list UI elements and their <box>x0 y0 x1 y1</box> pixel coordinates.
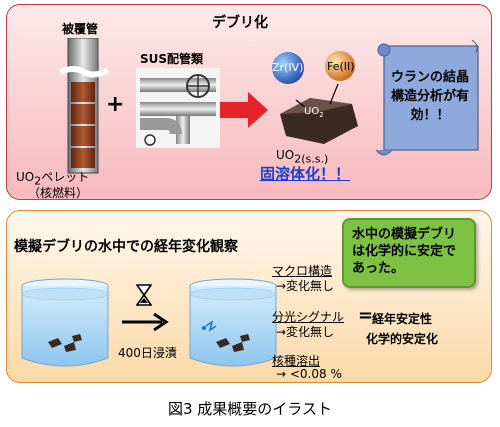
red-arrow-icon <box>220 92 268 128</box>
cladding-label: 被覆管 <box>62 22 99 36</box>
nuclide-result: → <0.08 % <box>276 367 342 381</box>
hourglass-icon <box>136 284 152 306</box>
top-title: デブリ化 <box>212 15 268 31</box>
conclusion-box: 水中の模擬デブリは化学的に安定であった。 <box>342 218 476 288</box>
beaker-after <box>189 278 277 367</box>
pellet-label-sub: （核燃料） <box>28 186 89 200</box>
solid-solution-text: 固溶体化！！ <box>260 165 351 183</box>
fuel-rod-illustration <box>58 38 110 174</box>
figure-caption: 図3 成果概要のイラスト <box>167 400 332 418</box>
pipes-illustration <box>136 68 220 148</box>
scroll-text: ウランの結晶構造分析が有効！！ <box>390 70 469 123</box>
zr-label: Zr(IV) <box>272 61 304 74</box>
right-arrow-icon <box>122 312 169 332</box>
stability-label-2: 化学的安定化 <box>366 332 439 346</box>
equals-sign: = <box>358 305 374 326</box>
fe-label: Fe(II) <box>327 60 355 73</box>
sus-label: SUS配管類 <box>140 52 204 66</box>
stability-label-1: 経年安定性 <box>372 312 433 326</box>
beaker-before <box>21 278 109 367</box>
pellet-label: UO2ペレット <box>16 170 90 188</box>
plus-sign: + <box>106 92 125 117</box>
uo2-solid-solution-label: UO2(s.s.) <box>276 148 329 166</box>
macro-result: →変化無し <box>276 279 335 293</box>
debris-illustration <box>272 51 358 144</box>
macro-title: マクロ構造 <box>272 264 333 278</box>
spectro-title: 分光シグナル <box>272 310 345 324</box>
bottom-title: 模擬デブリの水中での経年変化観察 <box>14 239 238 255</box>
uo2-on-debris: UO2 <box>304 106 324 119</box>
nuclide-title: 核種溶出 <box>272 354 321 368</box>
immersion-label: 400日浸漬 <box>118 346 177 360</box>
spectro-result: →変化無し <box>276 325 335 339</box>
scroll-banner <box>376 40 479 156</box>
